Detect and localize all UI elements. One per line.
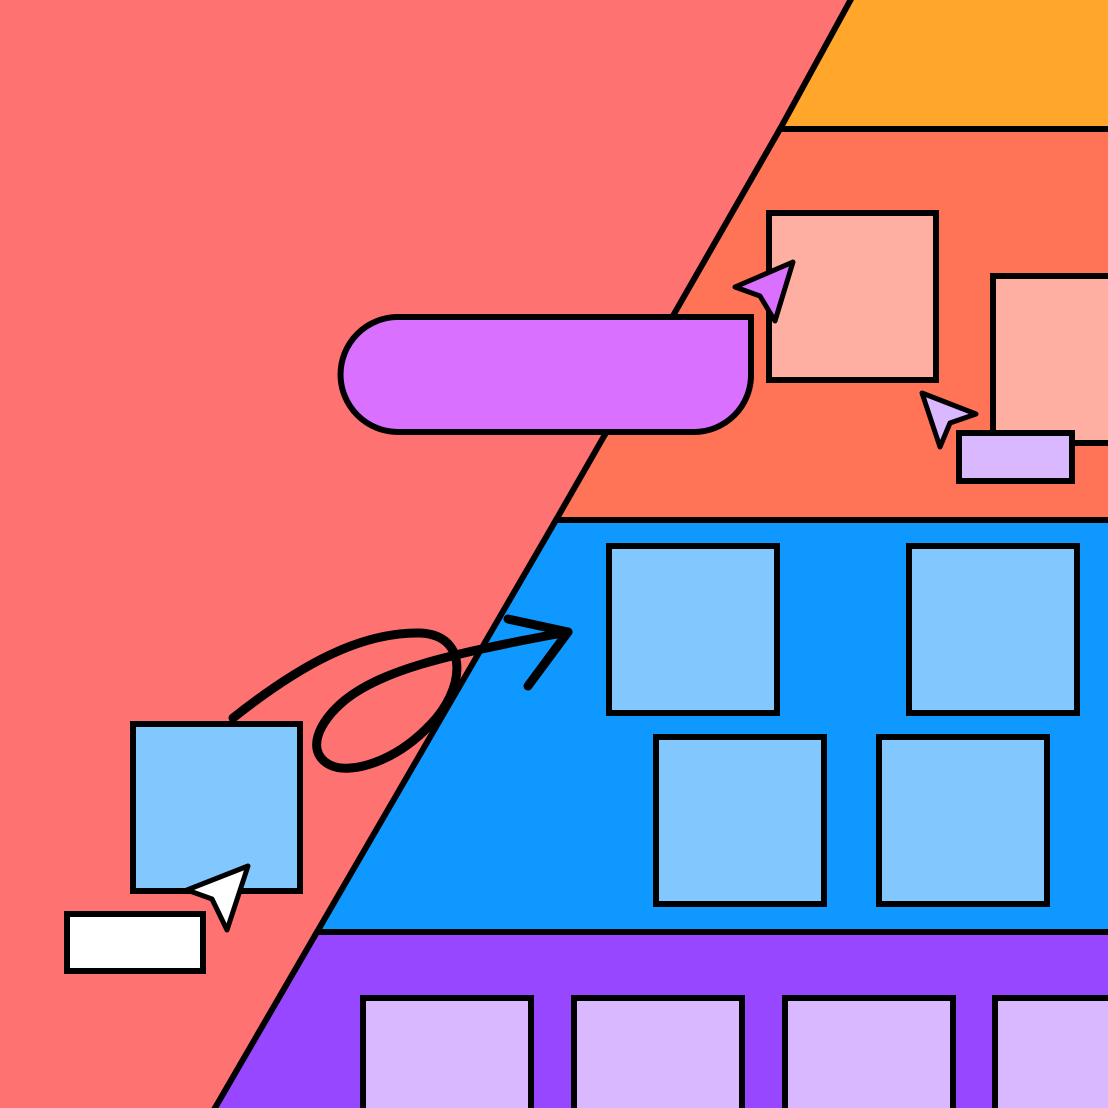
band-orange	[774, 0, 1108, 132]
purple-band-cards	[360, 995, 1108, 1108]
coral-band-cards	[766, 210, 1108, 484]
dragged-blue-card[interactable]	[130, 721, 303, 894]
curved-arrow-icon	[228, 614, 573, 773]
white-label[interactable]	[64, 911, 206, 974]
lavender-card[interactable]	[992, 995, 1108, 1108]
peach-card[interactable]	[766, 210, 939, 383]
blue-card[interactable]	[906, 543, 1080, 716]
blue-band-cards	[606, 543, 1080, 907]
pointer-cursor-icon	[732, 259, 796, 324]
blue-card[interactable]	[876, 734, 1050, 907]
lavender-card[interactable]	[782, 995, 956, 1108]
lavender-label[interactable]	[956, 430, 1075, 484]
blue-card[interactable]	[653, 734, 827, 907]
pointer-cursor-icon	[184, 863, 251, 933]
blue-card[interactable]	[606, 543, 780, 716]
pointer-cursor-icon	[919, 390, 979, 450]
magenta-pill[interactable]	[337, 314, 754, 435]
lavender-card[interactable]	[360, 995, 534, 1108]
peach-card[interactable]	[990, 273, 1108, 446]
lavender-card[interactable]	[571, 995, 745, 1108]
